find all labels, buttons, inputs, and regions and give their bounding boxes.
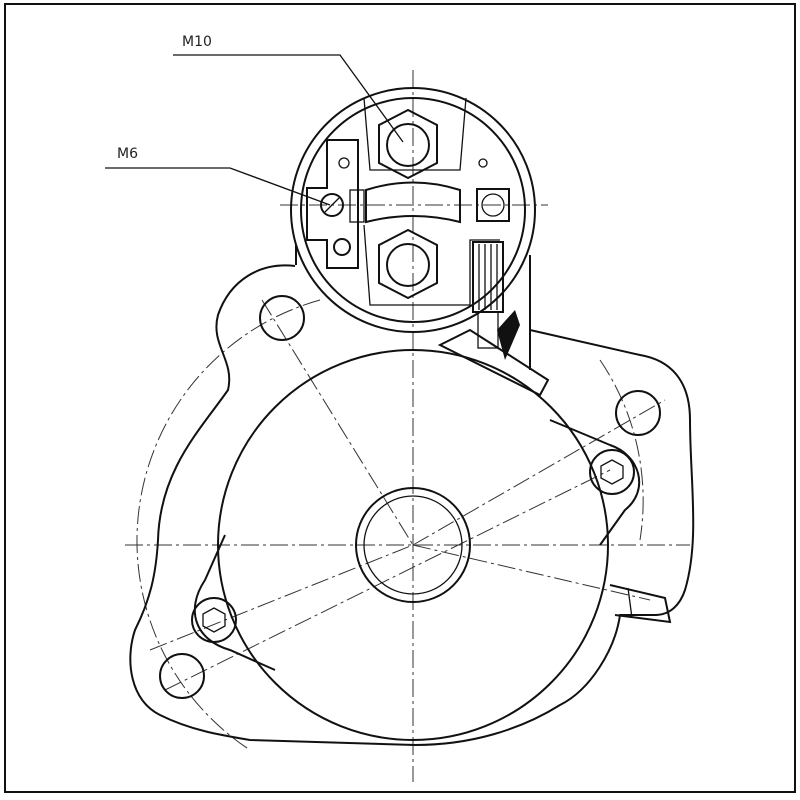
small-hole-right [478, 158, 488, 168]
solenoid-bracket [437, 328, 550, 397]
m6-screw-slot [324, 197, 340, 213]
mount-hole-bottom-left [159, 653, 205, 699]
m6-label: M6 [117, 146, 138, 162]
flange-tab-left [193, 534, 276, 671]
m10-label: M10 [182, 34, 212, 50]
solenoid-inner [300, 97, 526, 323]
hex-bolt-left [191, 597, 237, 643]
m6-terminal-plate [306, 139, 359, 269]
centerline-diag-3 [149, 544, 414, 651]
lead-connector [497, 310, 520, 360]
frame-border [4, 3, 796, 793]
m6-screw [320, 193, 344, 217]
m10-nut-bottom [378, 228, 438, 300]
terminal-stud [609, 584, 672, 624]
lead-clamp [477, 311, 499, 349]
centerline-diag-1 [261, 299, 414, 546]
square-terminal [476, 188, 510, 222]
hex-bolt-right [589, 449, 635, 495]
hub-inner [363, 495, 463, 595]
hub-outer [355, 487, 471, 603]
m6-plate-insert [349, 189, 365, 223]
solenoid-mount-walls [295, 245, 531, 370]
solenoid-outer [290, 87, 536, 333]
centerline-diag-4 [412, 544, 651, 601]
flange-tab-right [549, 419, 641, 546]
mount-hole-right [615, 390, 661, 436]
motor-body-circle [217, 349, 609, 741]
centerline-diag-2 [412, 399, 666, 546]
m10-leader [173, 54, 404, 143]
terminal-stud-line [627, 587, 633, 619]
flange-outline [129, 264, 695, 747]
mount-hole-top-left [259, 295, 305, 341]
small-screw-bottom [333, 238, 351, 256]
braided-lead-stripes [478, 244, 498, 310]
square-terminal-hole [481, 193, 505, 217]
bolt-circle-arc-right [599, 359, 644, 541]
m10-nut-top [378, 108, 438, 180]
contact-body-bottom [363, 224, 500, 306]
contact-body-top [363, 97, 467, 171]
m6-leader [105, 167, 331, 206]
contact-bridge [365, 181, 461, 224]
small-screw-top [338, 157, 350, 169]
